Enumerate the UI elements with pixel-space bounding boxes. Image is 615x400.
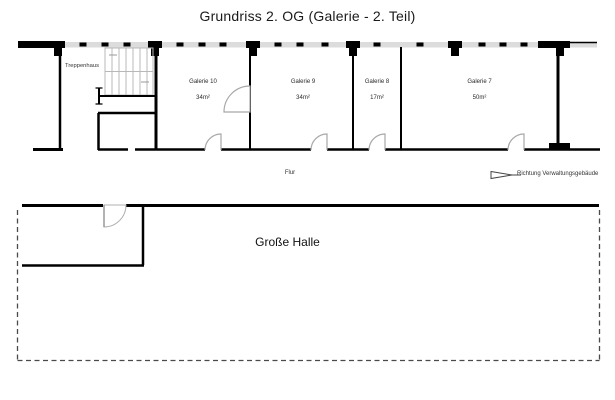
stair-run bbox=[104, 47, 154, 96]
walls bbox=[33, 47, 600, 151]
room-name: Galerie 10 bbox=[189, 79, 217, 85]
page-title: Grundriss 2. OG (Galerie - 2. Teil) bbox=[199, 8, 416, 24]
door-swings bbox=[204, 85, 525, 151]
hall-structure bbox=[16, 204, 601, 362]
wall-block-east bbox=[549, 143, 570, 150]
hall-label: Große Halle bbox=[255, 235, 320, 249]
wall-segment-top-left bbox=[18, 41, 63, 48]
room-galerie-8-label: Galerie 8 17m² bbox=[354, 79, 400, 101]
direction-arrow-icon bbox=[490, 170, 521, 180]
room-name: Galerie 8 bbox=[364, 79, 390, 85]
window-band bbox=[18, 42, 597, 48]
door-arc-galerie-7 bbox=[507, 133, 525, 151]
direction-note-label: Richtung Verwaltungsgebäude bbox=[517, 171, 599, 177]
room-galerie-9-label: Galerie 9 34m² bbox=[254, 79, 352, 101]
room-name: Galerie 7 bbox=[467, 79, 492, 85]
door-arc-hall-room bbox=[103, 204, 127, 228]
corridor-label: Flur bbox=[284, 170, 296, 176]
room-name: Galerie 9 bbox=[290, 79, 316, 85]
door-arc-galerie-10 bbox=[204, 133, 222, 151]
room-area: 50m² bbox=[472, 95, 487, 101]
window-mullion-ticks bbox=[79, 42, 528, 47]
room-area: 17m² bbox=[370, 95, 384, 101]
stairwell-label: Treppenhaus bbox=[65, 63, 99, 69]
door-arc-g10-g9 bbox=[223, 85, 251, 113]
door-arc-galerie-8 bbox=[368, 133, 386, 151]
door-arc-galerie-9 bbox=[310, 133, 328, 151]
room-galerie-7-label: Galerie 7 50m² bbox=[402, 79, 557, 101]
room-area: 34m² bbox=[296, 95, 310, 101]
room-area: 34m² bbox=[196, 95, 210, 101]
room-galerie-10-label: Galerie 10 34m² bbox=[157, 79, 249, 101]
hall-dashed-boundary bbox=[16, 210, 601, 362]
